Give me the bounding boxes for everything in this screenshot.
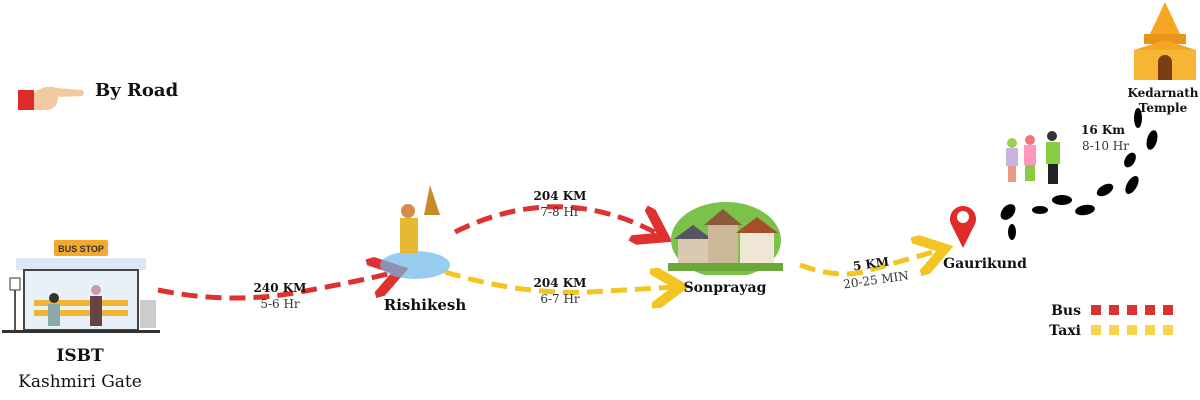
leg-time: 5-6 Hr: [260, 297, 300, 311]
svg-text:BUS STOP: BUS STOP: [58, 244, 104, 254]
stop-subname-kedarnath: Temple: [1138, 101, 1188, 115]
temple-icon: [1130, 2, 1200, 88]
legend-label: Taxi: [1049, 323, 1081, 339]
bus-route-rishikesh-sonprayag: [453, 204, 660, 235]
leg-distance: 204 KM: [533, 189, 587, 203]
footsteps-icon: [1000, 108, 1158, 240]
stop-name-sonprayag: Sonprayag: [683, 280, 767, 296]
stop-name-gaurikund: Gaurikund: [943, 256, 1027, 272]
leg-distance: 204 KM: [533, 276, 587, 290]
stop-name-rishikesh: Rishikesh: [383, 296, 467, 314]
leg-distance: 16 Km: [1080, 123, 1125, 137]
legend-label: Bus: [1051, 303, 1081, 319]
location-pin-icon: [948, 202, 978, 254]
village-icon: [668, 195, 783, 279]
legend-item-bus: Bus: [1045, 303, 1181, 319]
taxi-route-rishikesh-sonprayag: [444, 272, 676, 292]
legend-item-taxi: Taxi: [1045, 323, 1181, 339]
stop-name-kedarnath: Kedarnath: [1127, 86, 1199, 100]
legend: Bus Taxi: [1045, 303, 1181, 339]
pointing-hand-icon: [18, 82, 86, 116]
bus-route-isbt-rishikesh: [157, 272, 395, 301]
bus-line-swatch: [1091, 303, 1181, 319]
leg-distance: 240 KM: [253, 281, 307, 295]
mode-title: By Road: [95, 80, 179, 101]
taxi-line-swatch: [1091, 323, 1181, 339]
leg-time: 7-8 Hr: [540, 205, 580, 219]
leg-time: 6-7 Hr: [540, 292, 580, 306]
stop-subname-isbt: Kashmiri Gate: [18, 372, 142, 392]
taxi-route-sonprayag-gaurikund: [799, 250, 940, 277]
trekkers-icon: [1000, 128, 1075, 192]
leg-time: 8-10 Hr: [1082, 139, 1129, 153]
stop-name-isbt: ISBT: [56, 346, 104, 366]
bus-stop-icon: BUS STOP: [2, 238, 160, 342]
ganga-aarti-icon: [380, 185, 455, 289]
